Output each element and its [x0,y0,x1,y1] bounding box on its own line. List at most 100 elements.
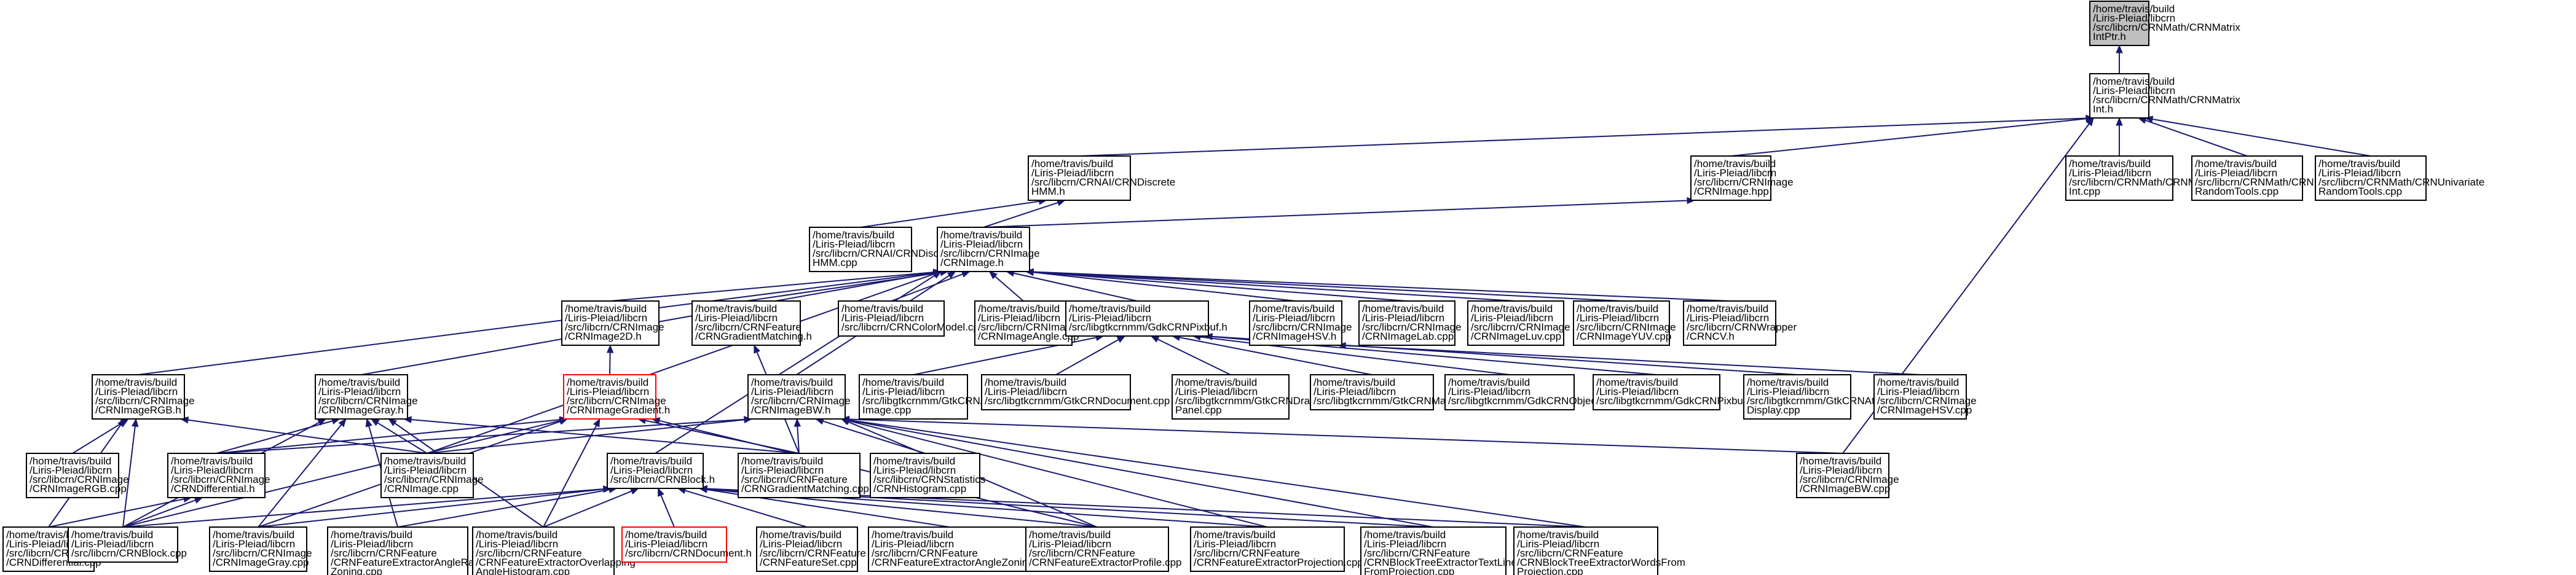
file-node-gradmatchh[interactable]: /home/travis/build/Liris-Pleiad/libcrn/s… [691,300,812,346]
file-node-image2d[interactable]: /home/travis/build/Liris-Pleiad/libcrn/s… [561,300,664,346]
file-node-box [472,526,615,575]
file-node-imagehsvh[interactable]: /home/travis/build/Liris-Pleiad/libcrn/s… [1249,300,1352,346]
file-node-textlines[interactable]: /home/travis/build/Liris-Pleiad/libcrn/s… [1360,526,1522,575]
file-node-label: /Liris-Pleiad/libcrn [1747,386,1829,397]
file-node-imagehsvcpp[interactable]: /home/travis/build/Liris-Pleiad/libcrn/s… [1873,374,1977,420]
file-node-label: /Liris-Pleiad/libcrn [862,386,945,397]
file-node-box [315,374,408,420]
file-node-box [561,300,660,346]
file-node-opencv[interactable]: /home/travis/build/Liris-Pleiad/libcrn/s… [1683,300,1797,346]
file-node-drawingpanel[interactable]: /home/travis/build/Liris-Pleiad/libcrn/s… [1172,374,1331,420]
file-node-featureset[interactable]: /home/travis/build/Liris-Pleiad/libcrn/s… [756,526,866,572]
file-node-imagegradh[interactable]: /home/travis/build/Liris-Pleiad/libcrn/s… [563,374,670,420]
file-node-label: /CRNImageLab.cpp [1362,331,1454,342]
file-node-label: /home/travis/build [1517,529,1599,541]
edge-imagegraycpp-to-imagegrayh [258,424,342,528]
file-node-imagergbcpp[interactable]: /home/travis/build/Liris-Pleiad/libcrn/s… [26,453,129,498]
file-node-label: /Liris-Pleiad/libcrn [1314,386,1396,397]
file-node-label: /Liris-Pleiad/libcrn [2195,167,2277,179]
edge-imagegraycpp-to-blockh [258,488,604,528]
file-node-imageangle[interactable]: /home/travis/build/Liris-Pleiad/libcrn/s… [974,300,1079,346]
file-node-imageh[interactable]: /home/travis/build/Liris-Pleiad/libcrn/s… [937,227,1040,272]
arrowhead [988,271,998,280]
file-node-anglezoning[interactable]: /home/travis/build/Liris-Pleiad/libcrn/s… [868,526,1054,572]
arrowhead [388,418,397,426]
file-node-label: /src/libcrn/CRNFeature [1364,547,1470,559]
file-node-gtkobject[interactable]: /home/travis/build/Liris-Pleiad/libcrn/s… [1444,374,1619,410]
file-node-profile[interactable]: /home/travis/build/Liris-Pleiad/libcrn/s… [1025,526,1181,572]
file-node-label: /home/travis/build [213,529,294,541]
file-node-label: IntPtr.h [2093,31,2126,42]
file-node-colormodel[interactable]: /home/travis/build/Liris-Pleiad/libcrn/s… [838,300,985,337]
file-node-differentialh[interactable]: /home/travis/build/Liris-Pleiad/libcrn/s… [167,453,270,498]
file-node-matrixintptr[interactable]: /home/travis/build/Liris-Pleiad/libcrn/s… [2089,1,2240,46]
file-node-pixbufcpp[interactable]: /home/travis/build/Liris-Pleiad/libcrn/s… [1593,374,1766,410]
file-node-imagecpp[interactable]: /home/travis/build/Liris-Pleiad/libcrn/s… [380,453,484,498]
file-node-label: /src/libcrn/CRNStatistics [873,474,985,485]
edge-imagecpp-to-imagegrayh [377,422,428,454]
file-node-blockcpp[interactable]: /home/travis/build/Liris-Pleiad/libcrn/s… [68,526,187,563]
file-node-label: /CRNImageLuv.cpp [1471,331,1561,342]
file-node-label: /home/travis/build [1031,158,1113,170]
file-node-box [167,453,266,498]
file-node-box [1743,374,1851,420]
file-node-label: /src/libcrn/CRNImage [1694,176,1794,188]
file-node-matrixintcpp[interactable]: /home/travis/build/Liris-Pleiad/libcrn/s… [2065,155,2216,201]
file-node-label: HMM.cpp [813,257,857,268]
edge-gtkobject-to-pixbufh [1200,336,1510,375]
file-node-label: /Liris-Pleiad/libcrn [384,464,467,476]
file-node-gtkdocument[interactable]: /home/travis/build/Liris-Pleiad/libcrn/s… [981,374,1170,410]
file-node-pixbufh[interactable]: /home/travis/build/Liris-Pleiad/libcrn/s… [1065,300,1227,337]
file-node-imageluv[interactable]: /home/travis/build/Liris-Pleiad/libcrn/s… [1467,300,1570,346]
file-node-label: /home/travis/build [1069,303,1151,315]
file-node-projection[interactable]: /home/travis/build/Liris-Pleiad/libcrn/s… [1190,526,1363,572]
file-node-imagebwh[interactable]: /home/travis/build/Liris-Pleiad/libcrn/s… [747,374,851,420]
file-node-box [1028,155,1131,201]
file-node-imagebwcpp[interactable]: /home/travis/build/Liris-Pleiad/libcrn/s… [1796,453,1899,498]
file-node-stathist[interactable]: /home/travis/build/Liris-Pleiad/libcrn/s… [870,453,985,498]
edge-pixbufh-to-imageh [1013,272,1138,302]
file-node-blockh[interactable]: /home/travis/build/Liris-Pleiad/libcrn/s… [607,453,715,489]
file-node-imagergbh[interactable]: /home/travis/build/Liris-Pleiad/libcrn/s… [92,374,195,420]
file-node-gtkmain[interactable]: /home/travis/build/Liris-Pleiad/libcrn/s… [1310,374,1474,410]
file-node-overlapping[interactable]: /home/travis/build/Liris-Pleiad/libcrn/s… [472,526,636,575]
file-node-imageyuv[interactable]: /home/travis/build/Liris-Pleiad/libcrn/s… [1573,300,1676,346]
file-node-box [838,300,945,337]
file-node-imagegraycpp[interactable]: /home/travis/build/Liris-Pleiad/libcrn/s… [209,526,312,572]
file-node-box [859,374,968,420]
edge-gtkdocument-to-pixbufh [1055,339,1119,375]
file-node-documenth[interactable]: /home/travis/build/Liris-Pleiad/libcrn/s… [621,526,752,563]
file-node-wordsfrom[interactable]: /home/travis/build/Liris-Pleiad/libcrn/s… [1513,526,1685,575]
file-node-label: /CRNFeatureExtractorProjection.cpp [1194,557,1363,568]
file-node-cairoimage[interactable]: /home/travis/build/Liris-Pleiad/libcrn/s… [859,374,998,420]
file-node-label: /src/libcrn/CRNFeature [872,547,978,559]
file-node-angleradial[interactable]: /home/travis/build/Liris-Pleiad/libcrn/s… [327,526,490,575]
file-node-label: /src/libcrn/CRNWrapper [1687,321,1797,333]
file-node-label: /src/libcrn/CRNMath/CRNUnivariate [2318,176,2484,188]
file-node-hmmcpp[interactable]: /home/travis/build/Liris-Pleiad/libcrn/s… [809,227,956,272]
arrowhead [365,418,372,428]
file-node-label: /home/travis/build [873,455,955,467]
file-node-label: /src/libcrn/CRNImage [940,248,1040,259]
file-nodes: /home/travis/build/Liris-Pleiad/libcrn/s… [2,1,2484,575]
file-node-label: /Liris-Pleiad/libcrn [940,238,1023,250]
file-node-label: /src/libcrn/CRNFeature [476,547,582,559]
file-node-box [621,526,727,563]
file-node-box [937,227,1030,272]
file-node-label: /Liris-Pleiad/libcrn [30,464,112,476]
file-node-imagelab[interactable]: /home/travis/build/Liris-Pleiad/libcrn/s… [1358,300,1462,346]
file-node-hmmh[interactable]: /home/travis/build/Liris-Pleiad/libcrn/s… [1028,155,1175,201]
file-node-gradmatchcpp[interactable]: /home/travis/build/Liris-Pleiad/libcrn/s… [738,453,869,498]
file-node-label: Int.cpp [2069,186,2100,197]
file-node-imagehpp[interactable]: /home/travis/build/Liris-Pleiad/libcrn/s… [1690,155,1794,201]
edge-multivariate-to-matrixint [2145,120,2248,157]
file-node-atlodisplay[interactable]: /home/travis/build/Liris-Pleiad/libcrn/s… [1743,374,1883,420]
file-node-univariate[interactable]: /home/travis/build/Liris-Pleiad/libcrn/s… [2315,155,2484,201]
file-node-multivariate[interactable]: /home/travis/build/Liris-Pleiad/libcrn/s… [2191,155,2368,201]
file-node-box [809,227,912,272]
file-node-label: /Liris-Pleiad/libcrn [1694,167,1776,179]
file-node-matrixint[interactable]: /home/travis/build/Liris-Pleiad/libcrn/s… [2089,73,2240,119]
file-node-imagegrayh[interactable]: /home/travis/build/Liris-Pleiad/libcrn/s… [315,374,418,420]
file-node-box [1513,526,1658,575]
file-node-label: /home/travis/build [2318,158,2400,170]
